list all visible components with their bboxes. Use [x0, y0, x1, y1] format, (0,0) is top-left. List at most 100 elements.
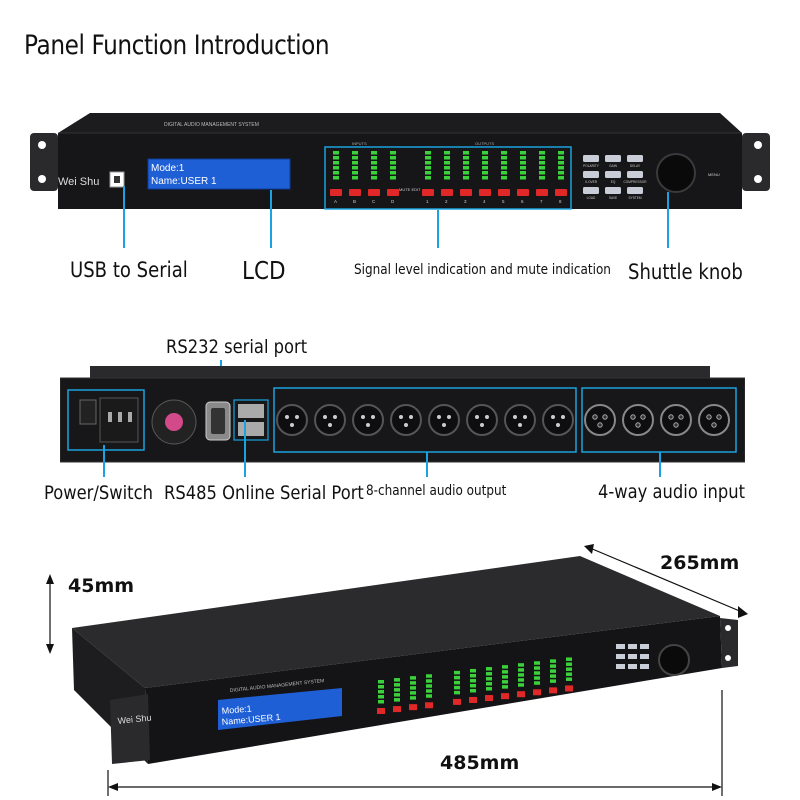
persp-level-led: [378, 680, 384, 684]
outputs-label: OUTPUTS: [475, 141, 494, 146]
level-led: [558, 151, 564, 155]
mute-button-8[interactable]: [555, 189, 567, 196]
level-led: [501, 176, 507, 180]
level-led: [463, 156, 469, 160]
level-led: [558, 161, 564, 165]
callout-lcd: LCD: [242, 256, 286, 285]
rs485-port-icon: [238, 404, 264, 418]
level-led: [558, 166, 564, 170]
level-led: [520, 171, 526, 175]
level-led: [352, 171, 358, 175]
callout-power: Power/Switch: [44, 482, 153, 504]
persp-button: [640, 664, 649, 669]
mute-button-4[interactable]: [479, 189, 491, 196]
callout-line-power: [103, 445, 105, 477]
persp-level-led: [410, 681, 416, 685]
callout-inputs: 4-way audio input: [598, 481, 746, 503]
level-led: [352, 156, 358, 160]
callout-rs485: RS485 Online Serial Port: [164, 482, 364, 504]
persp-level-led: [502, 675, 508, 679]
button-polarity[interactable]: [583, 155, 599, 162]
mute-button-C[interactable]: [368, 189, 380, 196]
level-led: [520, 176, 526, 180]
button-eq[interactable]: [605, 171, 621, 178]
mute-button-6[interactable]: [517, 189, 529, 196]
dim-depth-arrow: [589, 547, 743, 613]
persp-brand: Wei Shu: [117, 713, 152, 726]
persp-mute-button: [565, 685, 573, 692]
callout-rs232: RS232 serial port: [166, 336, 308, 358]
persp-level-led: [486, 677, 492, 681]
button-system[interactable]: [627, 187, 643, 194]
level-led: [520, 156, 526, 160]
button-gain[interactable]: [605, 155, 621, 162]
mute-button-3[interactable]: [460, 189, 472, 196]
level-led: [482, 156, 488, 160]
button-label: EQ: [611, 180, 616, 184]
level-led: [463, 151, 469, 155]
level-led: [444, 176, 450, 180]
button-x-over[interactable]: [583, 171, 599, 178]
callout-usb: USB to Serial: [70, 258, 188, 282]
channel-label: 7: [540, 199, 543, 204]
callout-line-signal: [437, 210, 439, 248]
persp-level-led: [454, 675, 460, 680]
channel-label: B: [353, 199, 356, 204]
persp-mute-button: [517, 691, 525, 698]
persp-level-led: [550, 664, 556, 668]
button-label: GAIN: [609, 164, 617, 168]
button-load[interactable]: [583, 187, 599, 194]
mute-button-2[interactable]: [441, 189, 453, 196]
persp-level-led: [486, 672, 492, 676]
level-led: [520, 151, 526, 155]
button-compressor[interactable]: [627, 171, 643, 178]
persp-level-led: [394, 698, 400, 702]
page-title: Panel Function Introduction: [24, 30, 330, 61]
persp-level-led: [426, 679, 432, 683]
mute-button-5[interactable]: [498, 189, 510, 196]
persp-level-led: [502, 680, 508, 684]
menu-label: MENU: [708, 172, 720, 177]
callout-line-inputs: [659, 452, 661, 477]
persp-button: [628, 664, 637, 669]
mute-button-B[interactable]: [349, 189, 361, 196]
level-led: [539, 161, 545, 165]
level-led: [501, 161, 507, 165]
level-led: [444, 171, 450, 175]
channel-label: 6: [521, 199, 524, 204]
level-led: [444, 166, 450, 170]
persp-knob-icon: [658, 644, 690, 676]
level-led: [539, 171, 545, 175]
level-led: [352, 166, 358, 170]
front-panel: DIGITAL AUDIO MANAGEMENT SYSTEM Wei Shu …: [30, 113, 770, 210]
level-led: [352, 161, 358, 165]
mute-button-1[interactable]: [422, 189, 434, 196]
xlr-output-icon: [428, 404, 460, 436]
xlr-output-icon: [314, 404, 346, 436]
button-save[interactable]: [605, 187, 621, 194]
mute-button-A[interactable]: [330, 189, 342, 196]
level-led: [390, 171, 396, 175]
mute-button-D[interactable]: [387, 189, 399, 196]
callout-outputs: 8-channel audio output: [366, 483, 507, 499]
xlr-output-icon: [390, 404, 422, 436]
level-led: [520, 166, 526, 170]
persp-level-led: [394, 688, 400, 692]
xlr-output-icon: [352, 404, 384, 436]
persp-button: [616, 654, 625, 659]
persp-button: [628, 654, 637, 659]
button-delay[interactable]: [627, 155, 643, 162]
shuttle-knob-icon: [656, 153, 696, 193]
mute-button-7[interactable]: [536, 189, 548, 196]
persp-level-led: [394, 678, 400, 682]
persp-level-led: [454, 690, 460, 695]
level-led: [390, 176, 396, 180]
level-led: [371, 156, 377, 160]
channel-label: C: [372, 199, 376, 204]
persp-level-led: [394, 683, 400, 687]
persp-level-led: [410, 691, 416, 695]
level-led: [501, 166, 507, 170]
level-led: [482, 176, 488, 180]
persp-level-led: [550, 679, 556, 683]
persp-mute-button: [425, 702, 433, 709]
